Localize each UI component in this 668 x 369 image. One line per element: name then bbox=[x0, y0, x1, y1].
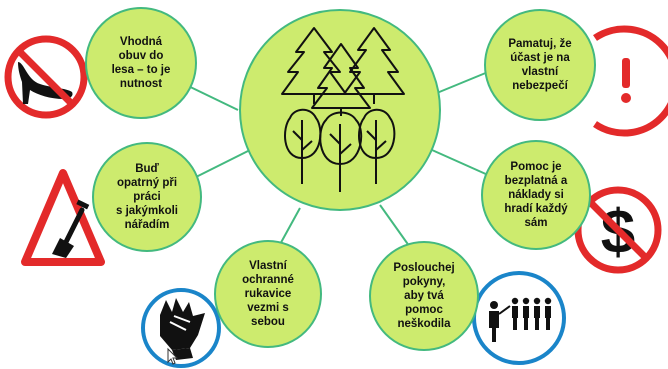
bubble-instructions bbox=[369, 241, 479, 351]
no-high-heel-icon bbox=[4, 35, 88, 119]
tip-proper-footwear-text: Vhodná obuv do lesa – to je nutnost bbox=[111, 36, 171, 90]
no-dollar-icon: $ bbox=[574, 186, 662, 274]
group-instruction-icon bbox=[472, 271, 566, 365]
connector-risk bbox=[431, 71, 489, 96]
bubble-gloves bbox=[214, 240, 322, 348]
tip-own-gloves-text: Vlastní ochranné rukavice vezmi s sebou bbox=[242, 260, 294, 328]
bubble-footwear bbox=[85, 7, 197, 119]
tip-careful-with-tools-text: Buď opatrný při práci s jakýmkoli nářadí… bbox=[115, 163, 178, 231]
tip-bubbles bbox=[85, 7, 596, 351]
tip-help-free-text: Pomoc je bezplatná a náklady si hradí ka… bbox=[504, 161, 568, 229]
shovel-warning-icon bbox=[21, 169, 105, 266]
glove-icon bbox=[141, 288, 221, 368]
forest-trees-icon bbox=[281, 27, 405, 192]
bubble-help bbox=[481, 140, 591, 250]
bubble-tools bbox=[92, 142, 202, 252]
tip-follow-instructions-text: Poslouchej pokyny, aby tvá pomoc neškodi… bbox=[393, 262, 455, 330]
bubble-risk bbox=[484, 9, 596, 121]
connector-tools bbox=[189, 149, 251, 181]
mouse-cursor bbox=[167, 347, 179, 365]
connector-gloves bbox=[277, 207, 301, 249]
connector-help bbox=[431, 149, 489, 176]
connector-instructions bbox=[379, 204, 413, 251]
exclamation-warning-icon bbox=[593, 25, 668, 137]
tip-own-risk-text: Pamatuj, že účast je na vlastní nebezpeč… bbox=[508, 38, 572, 92]
